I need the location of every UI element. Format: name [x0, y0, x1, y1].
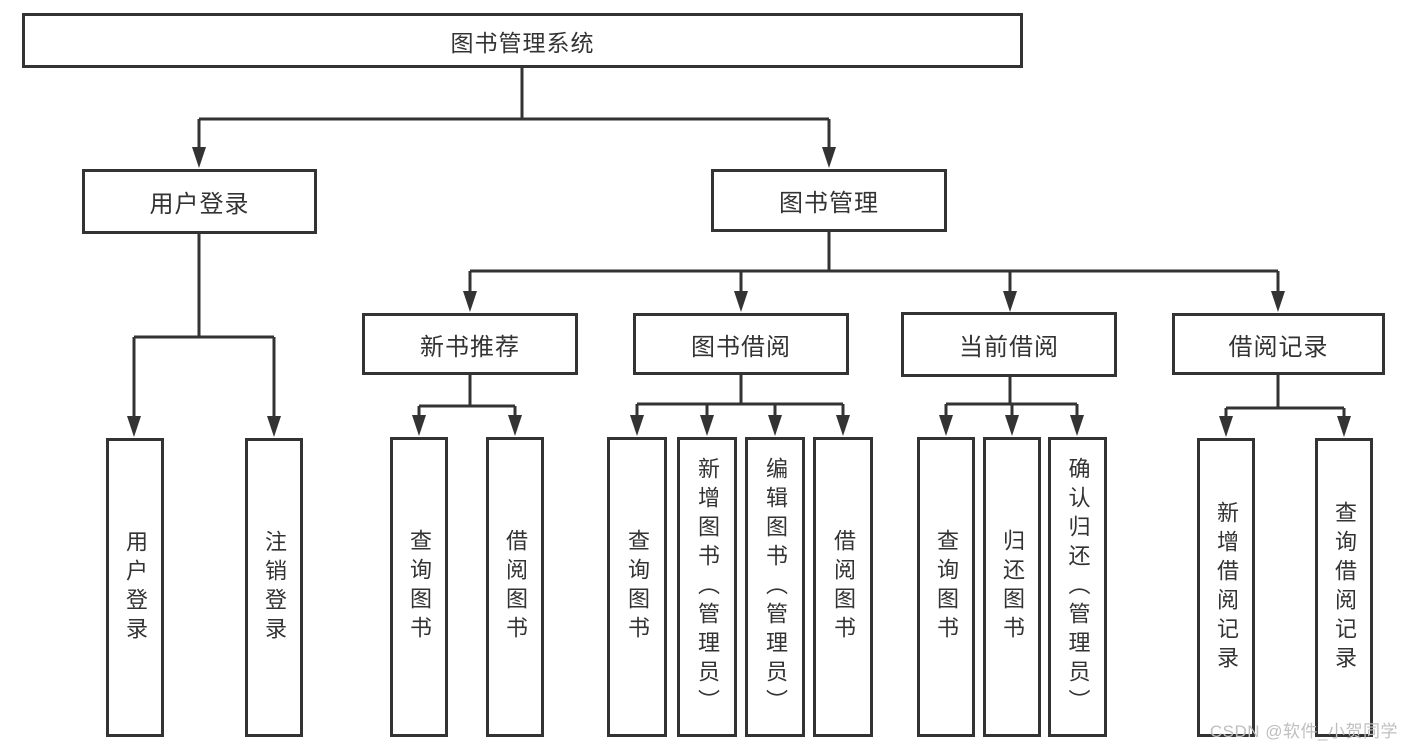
leaf-label: 注销登录	[262, 529, 287, 646]
leaf-borrow-book: 借阅图书	[813, 437, 873, 737]
leaf-current-query-book: 查询图书	[917, 437, 975, 737]
leaf-label: 确认归还（管理员）	[1065, 456, 1091, 718]
leaf-label: 查询图书	[407, 529, 432, 645]
leaf-logout: 注销登录	[245, 438, 303, 737]
node-current-borrow: 当前借阅	[901, 312, 1117, 377]
leaf-confirm-return-admin: 确认归还（管理员）	[1048, 437, 1107, 737]
node-book-borrow: 图书借阅	[633, 313, 849, 375]
node-label: 图书借阅	[691, 333, 791, 361]
leaf-label: 借阅图书	[831, 529, 856, 645]
leaf-borrow-query-book: 查询图书	[607, 437, 667, 737]
connector-arrowheads	[127, 147, 1351, 437]
leaf-label: 新增借阅记录	[1214, 500, 1239, 675]
node-label: 借阅记录	[1228, 333, 1329, 361]
leaf-add-book-admin: 新增图书（管理员）	[677, 437, 737, 737]
node-borrow-record: 借阅记录	[1172, 313, 1385, 375]
leaf-query-borrow-record: 查询借阅记录	[1315, 438, 1373, 737]
leaf-label: 归还图书	[1000, 529, 1025, 645]
leaf-label: 用户登录	[123, 529, 148, 646]
leaf-recommend-query-book: 查询图书	[390, 437, 448, 737]
node-new-book-recommend: 新书推荐	[362, 313, 578, 375]
node-label: 用户登录	[149, 191, 250, 218]
connector-paths	[132, 68, 1346, 420]
node-book-management: 图书管理	[711, 169, 947, 232]
csdn-watermark: CSDN @软件_小贺同学	[1209, 722, 1398, 741]
leaf-label: 查询图书	[934, 529, 959, 645]
leaf-label: 查询借阅记录	[1332, 500, 1357, 675]
node-label: 新书推荐	[420, 333, 520, 361]
node-label: 图书管理系统	[450, 29, 595, 56]
leaf-label: 借阅图书	[503, 529, 528, 645]
leaf-edit-book-admin: 编辑图书（管理员）	[745, 437, 805, 737]
node-system-root: 图书管理系统	[22, 13, 1023, 68]
node-user-login: 用户登录	[82, 169, 317, 234]
node-label: 图书管理	[779, 190, 879, 217]
leaf-return-book: 归还图书	[983, 437, 1041, 737]
leaf-label: 新增图书（管理员）	[695, 456, 720, 718]
leaf-label: 查询图书	[625, 529, 650, 645]
leaf-add-borrow-record: 新增借阅记录	[1197, 438, 1255, 737]
leaf-user-login: 用户登录	[106, 438, 164, 737]
leaf-label: 编辑图书（管理员）	[763, 456, 788, 718]
node-label: 当前借阅	[959, 334, 1059, 361]
leaf-recommend-borrow-book: 借阅图书	[486, 437, 544, 737]
